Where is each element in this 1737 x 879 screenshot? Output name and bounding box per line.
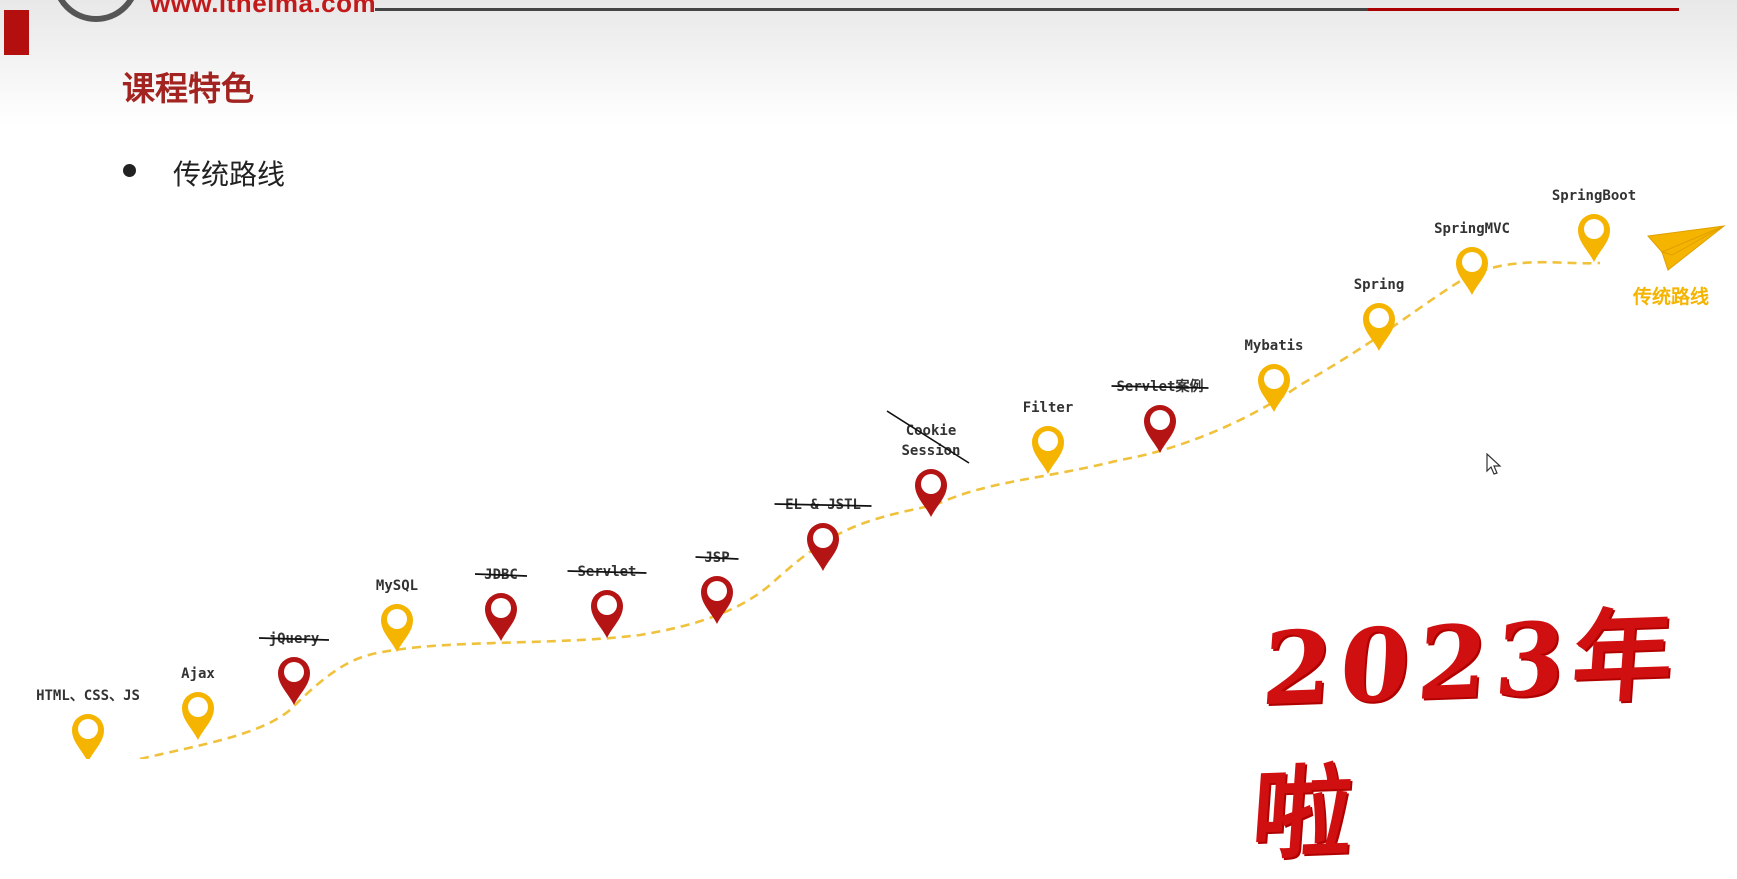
- roadmap-node-label: SpringMVC: [1434, 221, 1510, 237]
- mouse-cursor-icon: [1486, 453, 1502, 475]
- bullet-dot-icon: [123, 164, 136, 177]
- map-pin-hole: [188, 697, 208, 717]
- map-pin-hole: [1584, 219, 1604, 239]
- roadmap-node-mysql: MySQL: [376, 578, 418, 652]
- roadmap-node-html-css-js: HTML、CSS、JS: [36, 688, 140, 759]
- map-pin-hole: [78, 719, 98, 739]
- map-pin-hole: [491, 598, 511, 618]
- legend: 传统路线: [1632, 225, 1726, 308]
- strikethrough-line: [567, 570, 647, 574]
- logo-red-block: [4, 10, 29, 55]
- map-pin-hole: [1264, 369, 1284, 389]
- roadmap-node-label: Ajax: [181, 666, 215, 682]
- roadmap-node-spring: Spring: [1354, 277, 1405, 351]
- strikethrough-line: [258, 637, 330, 641]
- map-pin-hole: [813, 528, 833, 548]
- paper-plane-icon: [1647, 225, 1726, 271]
- strikethrough-line: [886, 410, 970, 464]
- roadmap-node-filter: Filter: [1023, 400, 1074, 474]
- roadmap-node-springboot: SpringBoot: [1552, 188, 1636, 262]
- roadmap-node-jsp: JSP: [695, 550, 739, 624]
- map-pin-hole: [921, 474, 941, 494]
- roadmap-node-label: Mybatis: [1244, 338, 1303, 354]
- roadmap-node-servlet-case: Servlet案例: [1111, 378, 1209, 453]
- roadmap-node-label: HTML、CSS、JS: [36, 688, 140, 704]
- strikethrough-line: [695, 556, 739, 560]
- map-pin-hole: [1369, 308, 1389, 328]
- map-pin-hole: [1038, 431, 1058, 451]
- bullet-text: 传统路线: [173, 158, 286, 191]
- logo-url: www.itheima.com: [150, 0, 377, 18]
- roadmap-node-jquery: jQuery: [258, 631, 330, 705]
- map-pin-hole: [387, 609, 407, 629]
- map-pin-hole: [1462, 252, 1482, 272]
- roadmap-node-el-jstl: EL & JSTL: [774, 497, 872, 571]
- page-title: 课程特色: [122, 69, 254, 108]
- map-pin-hole: [1150, 410, 1170, 430]
- roadmap-node-label: MySQL: [376, 578, 418, 594]
- roadmap-node-ajax: Ajax: [181, 666, 215, 740]
- strikethrough-line: [474, 573, 528, 577]
- roadmap-node-label: Cookie: [906, 423, 957, 439]
- roadmap-node-label: Spring: [1354, 277, 1405, 293]
- map-pin-hole: [707, 581, 727, 601]
- roadmap-node-mybatis: Mybatis: [1244, 338, 1304, 412]
- strikethrough-line: [774, 503, 872, 507]
- roadmap-node-label: Session: [901, 443, 960, 459]
- roadmap-node-label: Filter: [1023, 400, 1074, 416]
- roadmap-node-springmvc: SpringMVC: [1434, 221, 1510, 295]
- roadmap-node-label: SpringBoot: [1552, 188, 1636, 204]
- map-pin-hole: [284, 662, 304, 682]
- header-divider: [375, 8, 1368, 11]
- strikethrough-line: [1111, 385, 1209, 389]
- header-divider-accent: [1368, 8, 1679, 11]
- roadmap-diagram: HTML、CSS、JS Ajax jQuery MySQL JDBC Servlet JSP…: [36, 188, 1726, 759]
- map-pin-hole: [597, 595, 617, 615]
- year-stamp: 2023年啦: [1248, 595, 1685, 874]
- header-background: [0, 0, 1737, 125]
- roadmap-node-servlet: Servlet: [567, 564, 647, 638]
- legend-label: 传统路线: [1632, 285, 1709, 308]
- roadmap-node-jdbc: JDBC: [474, 567, 528, 641]
